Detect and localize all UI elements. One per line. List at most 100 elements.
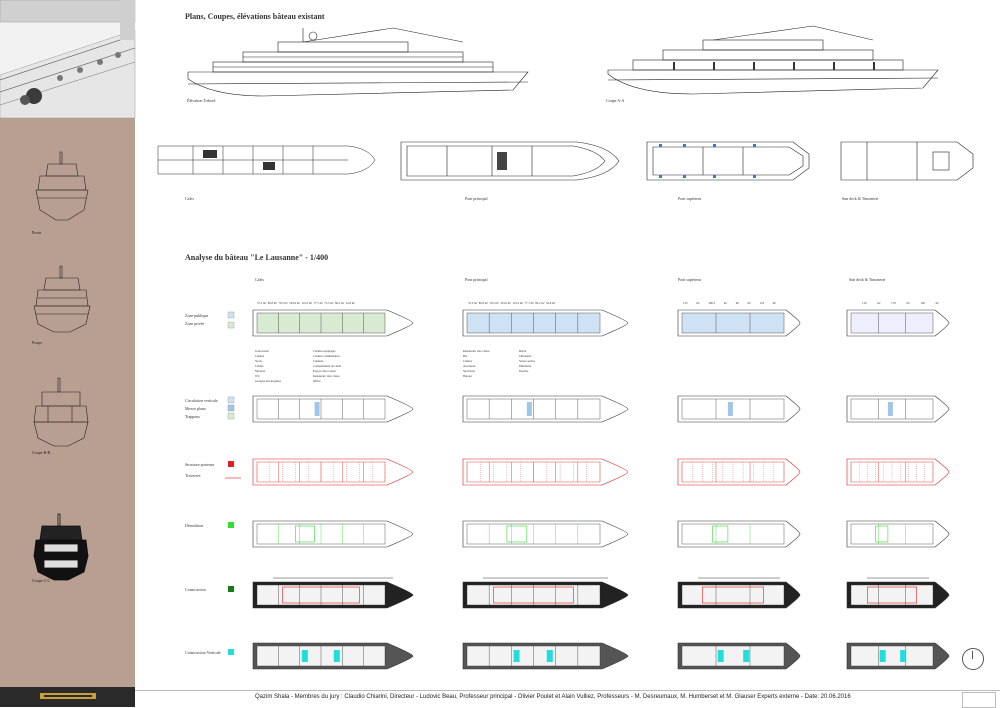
legend-structure: Structure porteuse Traverses xyxy=(185,462,214,478)
legend-demolition: Démolition xyxy=(185,523,204,528)
main-panel: Plans, Coupes, élévations bâteau existan… xyxy=(135,0,1000,690)
room-item: Compartiment de chaix xyxy=(313,364,342,368)
area-label: 119,3 m² xyxy=(512,301,524,305)
room-item: Groupes électrogènes xyxy=(255,379,281,383)
bow-view-drawing xyxy=(35,151,89,221)
site-plan xyxy=(0,0,136,119)
footer-thumbnail xyxy=(962,692,996,708)
boat-plan-r1-c1 xyxy=(462,395,629,423)
room-item: Cuisine xyxy=(255,354,265,358)
deck-plan-sun-deck xyxy=(840,141,974,181)
sidebar: Proue Poupe Coupe B-B xyxy=(0,0,136,707)
boat-plan-r4-c3 xyxy=(846,577,950,609)
deck-plan-pont-superieur xyxy=(646,141,810,181)
area-label: 76,5 m² xyxy=(278,301,288,305)
area-label: 103,6 m² xyxy=(289,301,300,305)
swatches-zones xyxy=(227,311,235,329)
boat-plan-r3-c0 xyxy=(252,520,414,548)
deck-label-sun-deck: Sun deck & Timonerie xyxy=(842,196,879,201)
area-label: 103,6 m² xyxy=(500,301,511,305)
boat-plan-r5-c1 xyxy=(462,642,629,670)
room-item: Stock xyxy=(255,359,262,363)
boat-plan-r1-c3 xyxy=(846,395,950,423)
boat-plan-r3-c2 xyxy=(677,520,801,548)
boat-plan-r3-c1 xyxy=(462,520,629,548)
legend-circulation: Circulation verticale Mezzo plano Trappo… xyxy=(185,398,218,419)
area-label: 186,3 m² xyxy=(708,301,727,305)
area-label: 32,6 m² xyxy=(345,301,355,305)
swatch-demolition xyxy=(228,522,234,528)
area-label: 32,6 m² xyxy=(546,301,556,305)
area-label: 80,8 m² xyxy=(267,301,277,305)
section-cc-drawing xyxy=(33,513,89,581)
main-room-list-a: Restaurant 1ère classe Bar Cuisine Ascen… xyxy=(463,349,490,379)
boat-plan-r1-c0 xyxy=(252,395,414,423)
swatches-structure xyxy=(225,461,241,479)
elevation-label-coupe-aa: Coupe A-A xyxy=(606,98,625,103)
room-item: Bureau xyxy=(463,374,472,378)
deck-plan-pont-principal xyxy=(400,141,620,181)
room-item: Timonerie xyxy=(519,354,532,358)
room-item: Restaurant 1ère classe xyxy=(313,374,340,378)
room-item: Gouvernail xyxy=(255,349,269,353)
room-item: Infirmerie xyxy=(519,364,532,368)
area-label: 119 m² xyxy=(862,301,881,305)
boat-plan-r2-c0 xyxy=(252,458,414,486)
analysis-title: Analyse du bâteau "Le Lausanne" - 1/400 xyxy=(185,253,329,262)
room-item: Ascenseur xyxy=(463,364,476,368)
view-label-coupe-cc: Coupe C-C xyxy=(32,578,51,583)
area-label: 119,3 m² xyxy=(301,301,313,305)
area-label: 77,7 m² xyxy=(313,301,323,305)
boat-plan-r2-c1 xyxy=(462,458,629,486)
main-room-list-b: Dépôt Timonerie Salon central Infirmerie… xyxy=(519,349,535,374)
boat-plan-r4-c2 xyxy=(677,577,801,609)
room-item: Bar xyxy=(463,354,468,358)
legend-zones: Zone publique Zone privée xyxy=(185,313,208,326)
deck-label-pont-superieur: Pont supérieur xyxy=(678,196,702,201)
footer: Qazim Shala - Membres du jury : Claudio … xyxy=(135,690,1000,708)
legend-text: Trappons xyxy=(185,414,200,419)
room-item: Dépôt xyxy=(519,349,527,353)
swatch-construction-verticale xyxy=(228,649,234,655)
analysis-col-pont-superieur: Pont supérieur xyxy=(678,277,702,282)
area-label: 37,2 m² xyxy=(468,301,478,305)
legend-text: Zone privée xyxy=(185,321,205,326)
elevation-tribord-drawing xyxy=(187,27,529,97)
room-item: Cabines commissaires xyxy=(313,354,340,358)
deck-label-pont-principal: Pont principal xyxy=(465,196,488,201)
boat-plan-r5-c2 xyxy=(677,642,801,670)
room-item: Restaurant 1ère classe xyxy=(463,349,490,353)
boat-plan-r0-c0 xyxy=(252,309,414,337)
boat-plan-r0-c3 xyxy=(846,309,950,337)
legend-text: Traverses xyxy=(185,473,201,478)
footer-credits: Qazim Shala - Membres du jury : Claudio … xyxy=(255,694,851,700)
room-item: Sun Deck xyxy=(463,369,475,373)
room-item: Cuisines xyxy=(313,359,324,363)
swatches-circulation xyxy=(227,396,235,420)
area-label: 76,5 m² xyxy=(489,301,499,305)
boat-plan-r2-c3 xyxy=(846,458,950,486)
boat-plan-r2-c2 xyxy=(677,458,801,486)
cales-room-list-b: Cabines équipages Cabines commissaires C… xyxy=(313,349,341,384)
area-label: 73,5 m² xyxy=(324,301,334,305)
room-item: Cuisine xyxy=(463,359,473,363)
legend-text: Mezzo plano xyxy=(185,406,206,411)
legend-text: Structure porteuse xyxy=(185,462,215,467)
analysis-col-cales: Cales xyxy=(255,277,264,282)
room-item: Espace disco-salon xyxy=(313,369,336,373)
area-label: 136 m² xyxy=(920,301,939,305)
area-label: 123 m² xyxy=(759,301,776,305)
deck-label-cales: Cales xyxy=(185,196,194,201)
room-item: Moteurs xyxy=(255,369,265,373)
room-item: Office xyxy=(313,379,321,383)
boat-plan-r0-c1 xyxy=(462,309,629,337)
analysis-col-sun-deck: Sun deck & Timonerie xyxy=(849,277,886,282)
legend-construction-verticale: Construction Verticale xyxy=(185,650,221,655)
school-logo xyxy=(40,693,96,699)
area-label: 80,2 m² xyxy=(535,301,545,305)
room-item: Cabine xyxy=(255,364,264,368)
boat-plan-r0-c2 xyxy=(677,309,801,337)
room-item: Cabines équipages xyxy=(313,349,336,353)
upper-area-labels: 125 m² 186,3 m² 60 m² 123 m² xyxy=(683,301,776,305)
sun-area-labels: 119 m² 179 m² 136 m² xyxy=(862,301,939,305)
